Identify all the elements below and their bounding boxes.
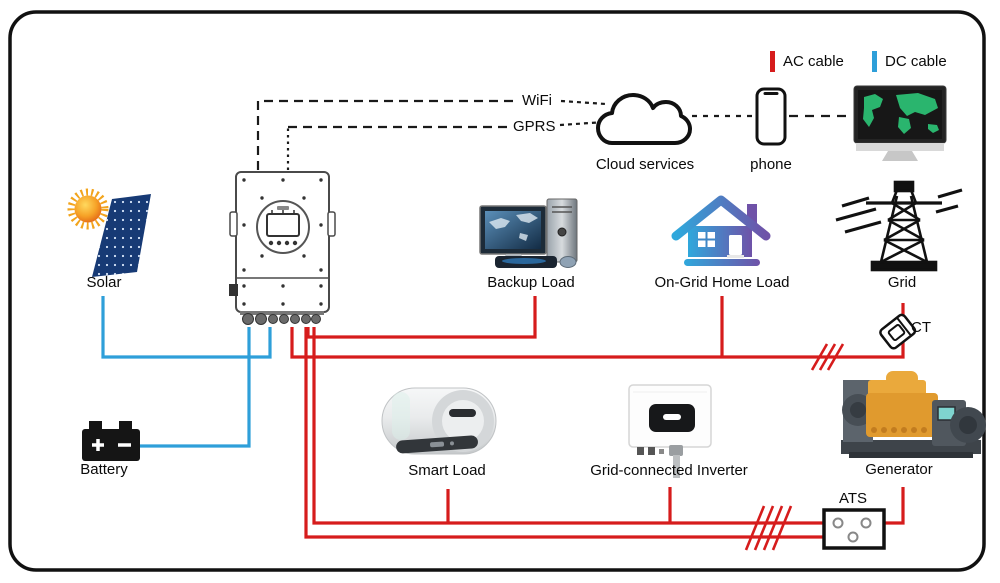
grid-connected-inverter-label: Grid-connected Inverter xyxy=(590,462,748,479)
legend-dc-label: DC cable xyxy=(885,53,947,70)
battery-icon xyxy=(82,421,140,461)
grid-connected-inverter-icon xyxy=(628,384,712,478)
monitor-icon xyxy=(853,85,947,161)
ac-cable-ats-lower xyxy=(304,327,848,539)
phone-icon xyxy=(755,87,787,146)
inverter-display xyxy=(256,200,310,254)
battery-label: Battery xyxy=(80,461,128,478)
phone-label: phone xyxy=(750,156,792,173)
smart-load-label: Smart Load xyxy=(408,462,486,479)
wifi-line xyxy=(256,99,518,170)
solar-label: Solar xyxy=(86,274,122,291)
backup-load-label: Backup Load xyxy=(487,274,575,291)
sun-icon xyxy=(74,195,102,223)
heater-control-panel xyxy=(396,435,478,454)
dc-cable-battery xyxy=(132,327,251,448)
ct-label: CT xyxy=(911,319,931,336)
ats-terminal-right xyxy=(860,517,872,529)
ac-cable-swatch xyxy=(770,51,775,72)
sun-rays xyxy=(67,188,109,230)
grid-label: Grid xyxy=(887,274,917,291)
ac-cable-backup-load xyxy=(306,296,537,339)
ats-terminal-bottom xyxy=(847,531,859,543)
ct-clamp-icon xyxy=(879,313,917,350)
generator-engine-detail xyxy=(871,427,927,433)
on-grid-home-load-label: On-Grid Home Load xyxy=(654,274,790,291)
world-map-graphic xyxy=(863,93,939,134)
ats-terminal-left xyxy=(832,517,844,529)
ac-cable-grid xyxy=(290,303,905,359)
cloud-services-label: Cloud services xyxy=(595,156,695,173)
smart-load-icon xyxy=(381,387,497,455)
legend-ac-label: AC cable xyxy=(783,53,844,70)
grid-tower-icon xyxy=(835,180,963,272)
home-load-icon xyxy=(671,195,771,266)
ats-label: ATS xyxy=(838,490,868,507)
wifi-label: WiFi xyxy=(522,92,552,109)
gprs-label: GPRS xyxy=(513,118,556,135)
dc-cables xyxy=(101,296,272,448)
backup-load-icon xyxy=(479,198,578,268)
inverter-screws xyxy=(242,178,323,306)
ats-icon xyxy=(822,508,886,550)
inverter-cable-glands xyxy=(240,311,324,325)
comm-lines xyxy=(256,99,850,170)
diagram-border xyxy=(8,10,986,572)
cloud-icon xyxy=(596,93,692,145)
wifi-line-to-cloud xyxy=(560,99,607,106)
ac-cable-smart-bus xyxy=(312,327,833,525)
generator-icon xyxy=(841,371,986,458)
phase-slashes-ats xyxy=(744,505,793,551)
solar-icon xyxy=(67,188,151,277)
generator-label: Generator xyxy=(865,461,933,478)
dc-cable-solar xyxy=(101,296,272,359)
power-lines xyxy=(835,188,963,234)
hybrid-inverter-icon xyxy=(229,171,336,325)
phase-slashes-grid xyxy=(810,343,845,371)
battery-plus-icon xyxy=(92,439,104,451)
dc-cable-swatch xyxy=(872,51,877,72)
